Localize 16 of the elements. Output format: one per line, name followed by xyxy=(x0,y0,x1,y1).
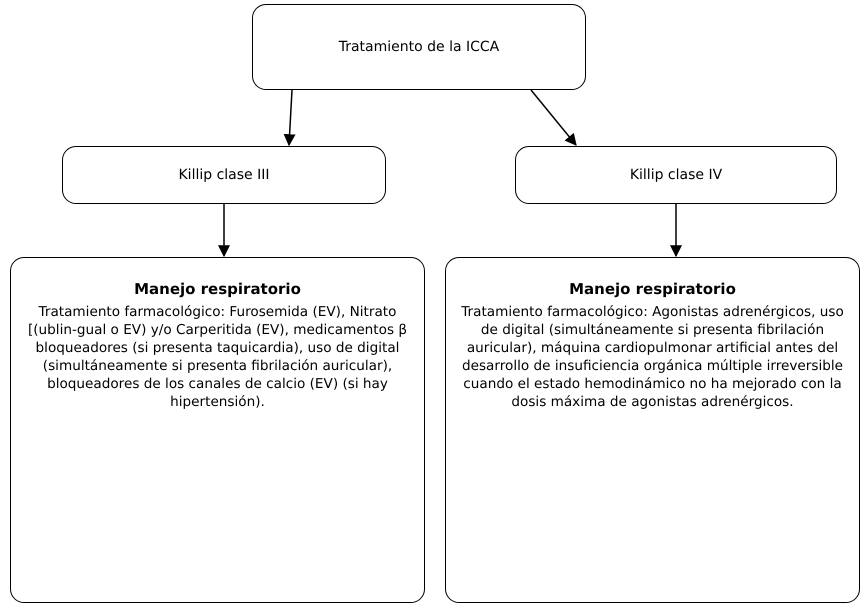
process-box xyxy=(515,146,837,204)
box-label: Tratamiento de la ICCA xyxy=(338,38,500,56)
box-label: Killip clase III xyxy=(178,166,270,184)
process-box xyxy=(252,4,586,90)
treatment-box xyxy=(445,257,860,603)
arrow xyxy=(530,90,577,146)
box-label: Killip clase IV xyxy=(630,166,722,184)
treatment-box xyxy=(10,257,425,603)
process-box xyxy=(62,146,386,204)
box-text: Tratamiento farmacológico: Agonistas adrenérgicos, uso de digital (simultáneamente si presenta fibrilación auricular), máquina cardiopulmonar artificial antes del desarrollo de insuficiencia orgánica múltiple irreversible cuando el estado hemodinámico no ha mejorado con la dosis máxima de agonistas adrenérgicos. xyxy=(460,304,845,412)
box-heading: Manejo respiratorio xyxy=(569,280,736,298)
arrow xyxy=(218,204,230,258)
box-text: Tratamiento farmacológico: Furosemida (EV), Nitrato [(ublin-gual o EV) y/o Carperitida (EV), medicamentos β bloqueadores (si presenta taquicardia), uso de digital (simultáneamente si presenta fibrilación auricular), bloqueadores de los canales de calcio (EV) (si hay hipertensión). xyxy=(26,304,408,412)
arrow xyxy=(670,204,682,258)
box-heading: Manejo respiratorio xyxy=(134,280,301,298)
arrow xyxy=(284,90,296,146)
